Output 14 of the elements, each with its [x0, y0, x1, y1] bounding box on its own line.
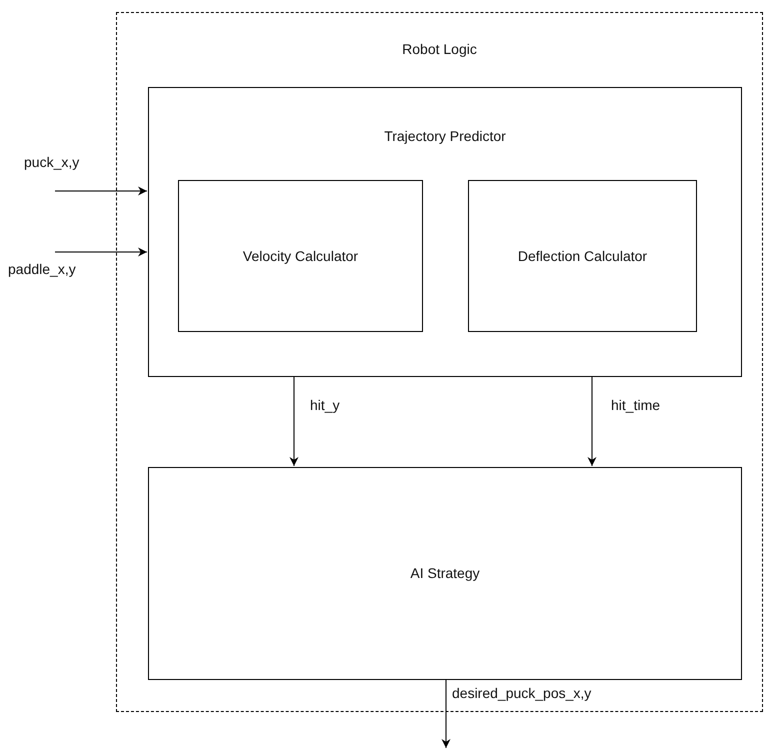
edge-label: hit_y — [310, 397, 340, 414]
process-box: Trajectory Predictor Velocity Calculator Deflection Calculator — [148, 87, 742, 377]
edge-label: paddle_x,y — [8, 261, 76, 278]
arrow — [54, 248, 148, 256]
edge-label: puck_x,y — [24, 154, 80, 172]
edge-label: hit_time — [611, 397, 660, 414]
arrow — [588, 376, 596, 466]
arrow — [442, 678, 450, 748]
arrow — [54, 186, 148, 196]
process-box: AI Strategy — [148, 467, 742, 680]
process-box: Velocity Calculator — [178, 180, 423, 332]
arrow — [290, 376, 298, 466]
process-box: Deflection Calculator — [468, 180, 697, 332]
edge-label: desired_puck_pos_x,y — [452, 685, 592, 702]
